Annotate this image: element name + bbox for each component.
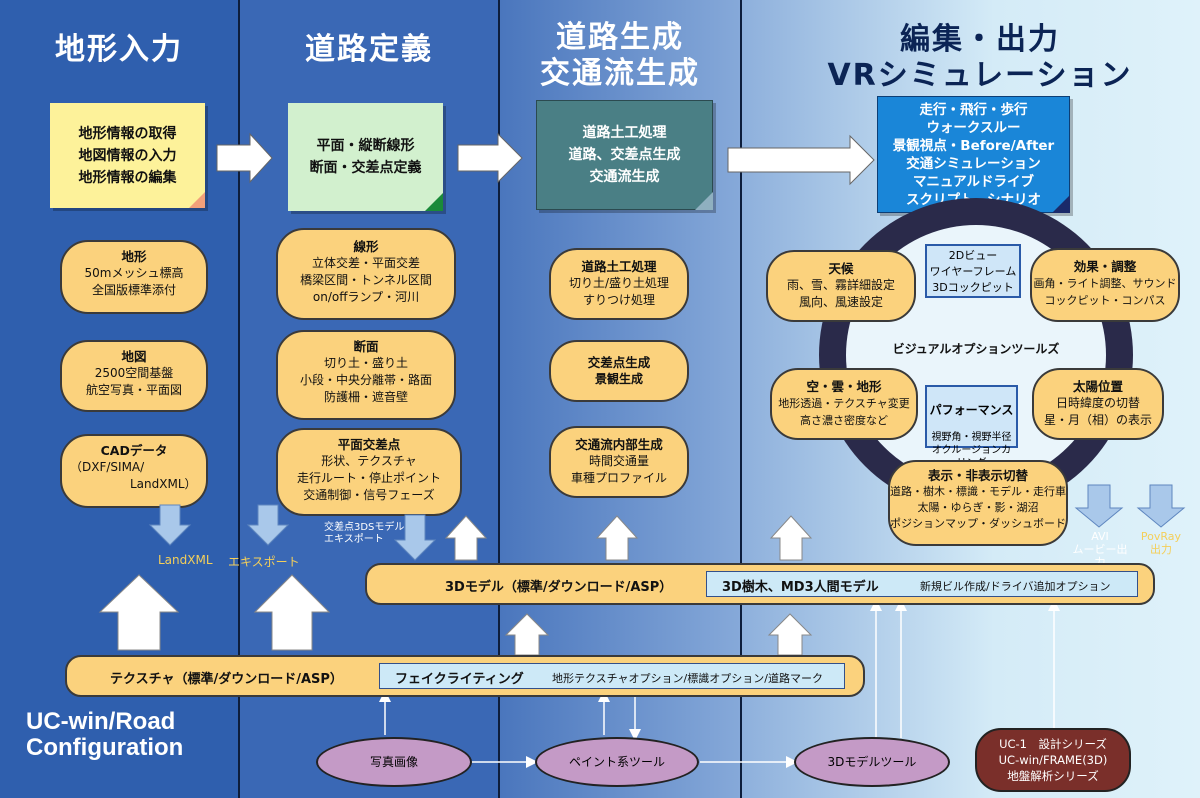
pill-map: 地図 2500空間基盤 航空写真・平面図: [60, 340, 208, 412]
header-generation-1: 道路生成: [556, 20, 684, 55]
pill-body: 切り土・盛り土 小段・中央分離帯・路面 防護柵・遮音壁: [299, 356, 432, 404]
pill-title: 効果・調整: [1073, 259, 1137, 274]
connector-lines: [379, 599, 1060, 768]
pill-weather: 天候 雨、雪、霧詳細設定 風向、風速設定: [766, 250, 916, 322]
pill-alignment: 線形 立体交差・平面交差 橋梁区間・トンネル区間 on/offランプ・河川: [276, 228, 456, 320]
pill-body: 地形透過・テクスチャ変更 高さ濃さ密度など: [778, 397, 910, 427]
view-options-box: 2Dビュー ワイヤーフレーム 3Dコックピット: [925, 244, 1021, 298]
pill-body: 道路・樹木・標識・モデル・走行車 太陽・ゆらぎ・影・湖沼 ポジションマップ・ダッ…: [890, 485, 1066, 530]
bar-texture-inner: [379, 663, 845, 689]
flow-arrow-right: [727, 134, 875, 186]
pill-body: 形状、テクスチャ 走行ルート・停止ポイント 交通制御・信号フェーズ: [296, 454, 441, 502]
pill-sun: 太陽位置 日時緯度の切替 星・月（相）の表示: [1032, 368, 1164, 440]
pill-cad: CADデータ （DXF/SIMA/ LandXML）: [60, 434, 208, 508]
pill-section: 断面 切り土・盛り土 小段・中央分離帯・路面 防護柵・遮音壁: [276, 330, 456, 420]
pill-earthwork: 道路土工処理 切り土/盛り土処理 すりつけ処理: [549, 248, 689, 320]
input-arrow-up: [253, 574, 331, 651]
note-terrain: 地形情報の取得 地図情報の入力 地形情報の編集: [50, 103, 205, 208]
export-label: エキスポート: [228, 555, 300, 569]
ring-label: ビジュアルオプションツールズ: [892, 342, 1060, 356]
cross3ds-label: 交差点3DSモデル エキスポート: [324, 522, 405, 545]
pill-title: 空・雲・地形: [806, 379, 882, 394]
pill-title: 断面: [353, 339, 379, 354]
header-terrain: 地形入力: [55, 32, 183, 67]
pill-sky: 空・雲・地形 地形透過・テクスチャ変更 高さ濃さ密度など: [770, 368, 918, 440]
pill-title: 道路土工処理: [581, 259, 657, 274]
input-arrow-up: [769, 515, 813, 561]
pill-body: 切り土/盛り土処理 すりつけ処理: [568, 276, 670, 307]
pill-title: CADデータ: [100, 443, 168, 458]
pill-title: 太陽位置: [1072, 379, 1123, 394]
pill-title: 平面交差点: [337, 437, 401, 452]
export-arrow-down: [246, 504, 290, 546]
bar-texture-option: 地形テクスチャオプション/標識オプション/道路マーク: [552, 672, 823, 685]
brand-line-1: UC-win/Road: [26, 708, 176, 735]
bar-texture-inner-label: フェイクライティング: [395, 672, 524, 687]
bar-3d-inner-label: 3D樹木、MD3人間モデル: [722, 580, 879, 595]
input-arrow-up: [98, 574, 180, 651]
bar-texture-label: テクスチャ（標準/ダウンロード/ASP）: [110, 672, 343, 687]
column-divider: [498, 0, 500, 798]
povray-label: PovRay 出力: [1140, 530, 1182, 556]
column-divider: [740, 0, 742, 798]
pill-title: 地図: [121, 349, 147, 364]
export-arrow-down: [1074, 484, 1124, 528]
pill-body: 2500空間基盤 航空写真・平面図: [85, 366, 182, 397]
input-arrow-up: [444, 515, 488, 561]
landxml-label: LandXML: [158, 553, 213, 567]
pill-body: 日時緯度の切替 星・月（相）の表示: [1043, 396, 1152, 427]
pill-terrain: 地形 50mメッシュ標高 全国版標準添付: [60, 240, 208, 314]
bar-3d-option: 新規ビル作成/ドライバ追加オプション: [920, 580, 1111, 593]
export-arrow-down: [393, 514, 437, 561]
pill-title: 交差点生成: [587, 355, 651, 370]
export-arrow-down: [1136, 484, 1186, 528]
pill-intersection: 平面交差点 形状、テクスチャ 走行ルート・停止ポイント 交通制御・信号フェーズ: [276, 428, 462, 516]
flow-arrow-right: [457, 132, 523, 184]
brand-line-2: Configuration: [26, 734, 184, 761]
pill-title: 表示・非表示切替: [927, 468, 1028, 483]
pill-body: 画角・ライト調整、サウンド コックピット・コンパス: [1033, 277, 1177, 307]
bar-3d-inner: [706, 571, 1138, 597]
pill-title: 交通流内部生成: [575, 437, 663, 452]
pill-body: 立体交差・平面交差 橋梁区間・トンネル区間 on/offランプ・河川: [300, 256, 432, 304]
pill-title: 天候: [828, 261, 854, 276]
header-output-2: VRシミュレーション: [827, 58, 1133, 93]
pill-display-toggle: 表示・非表示切替 道路・樹木・標識・モデル・走行車 太陽・ゆらぎ・影・湖沼 ポジ…: [888, 460, 1068, 546]
pill-cross-gen: 交差点生成 景観生成: [549, 340, 689, 402]
bar-3d-model-label: 3Dモデル（標準/ダウンロード/ASP）: [445, 580, 673, 595]
tool-paint: ペイント系ツール: [535, 737, 699, 787]
export-arrow-down: [148, 504, 192, 546]
pill-body: 雨、雪、霧詳細設定 風向、風速設定: [786, 278, 895, 309]
input-arrow-up: [504, 613, 550, 656]
tool-3d-model: 3Dモデルツール: [794, 737, 950, 787]
pill-effects: 効果・調整 画角・ライト調整、サウンド コックピット・コンパス: [1030, 248, 1180, 322]
note-generation: 道路土工処理 道路、交差点生成 交通流生成: [536, 100, 713, 210]
header-road: 道路定義: [305, 32, 433, 67]
pill-title: 地形: [121, 249, 147, 264]
pill-body: （DXF/SIMA/ LandXML）: [70, 460, 197, 491]
column-divider: [238, 0, 240, 798]
input-arrow-up: [595, 515, 639, 561]
header-output-1: 編集・出力: [900, 22, 1060, 57]
pill-body: 時間交通量 車種プロファイル: [570, 454, 667, 485]
tool-uc1-series: UC-1 設計シリーズ UC-win/FRAME(3D) 地盤解析シリーズ: [975, 728, 1131, 792]
pill-body: 景観生成: [594, 372, 643, 386]
flow-arrow-right: [216, 132, 273, 184]
pill-title: 線形: [353, 239, 379, 254]
input-arrow-up: [767, 613, 813, 656]
pill-traffic: 交通流内部生成 時間交通量 車種プロファイル: [549, 426, 689, 498]
tool-photo: 写真画像: [316, 737, 472, 787]
performance-title: パフォーマンス: [929, 403, 1014, 417]
header-generation-2: 交通流生成: [540, 56, 700, 91]
pill-body: 50mメッシュ標高 全国版標準添付: [84, 266, 184, 297]
note-road: 平面・縦断線形 断面・交差点定義: [288, 103, 443, 211]
avi-label: AVI ムービー出力: [1072, 530, 1128, 569]
